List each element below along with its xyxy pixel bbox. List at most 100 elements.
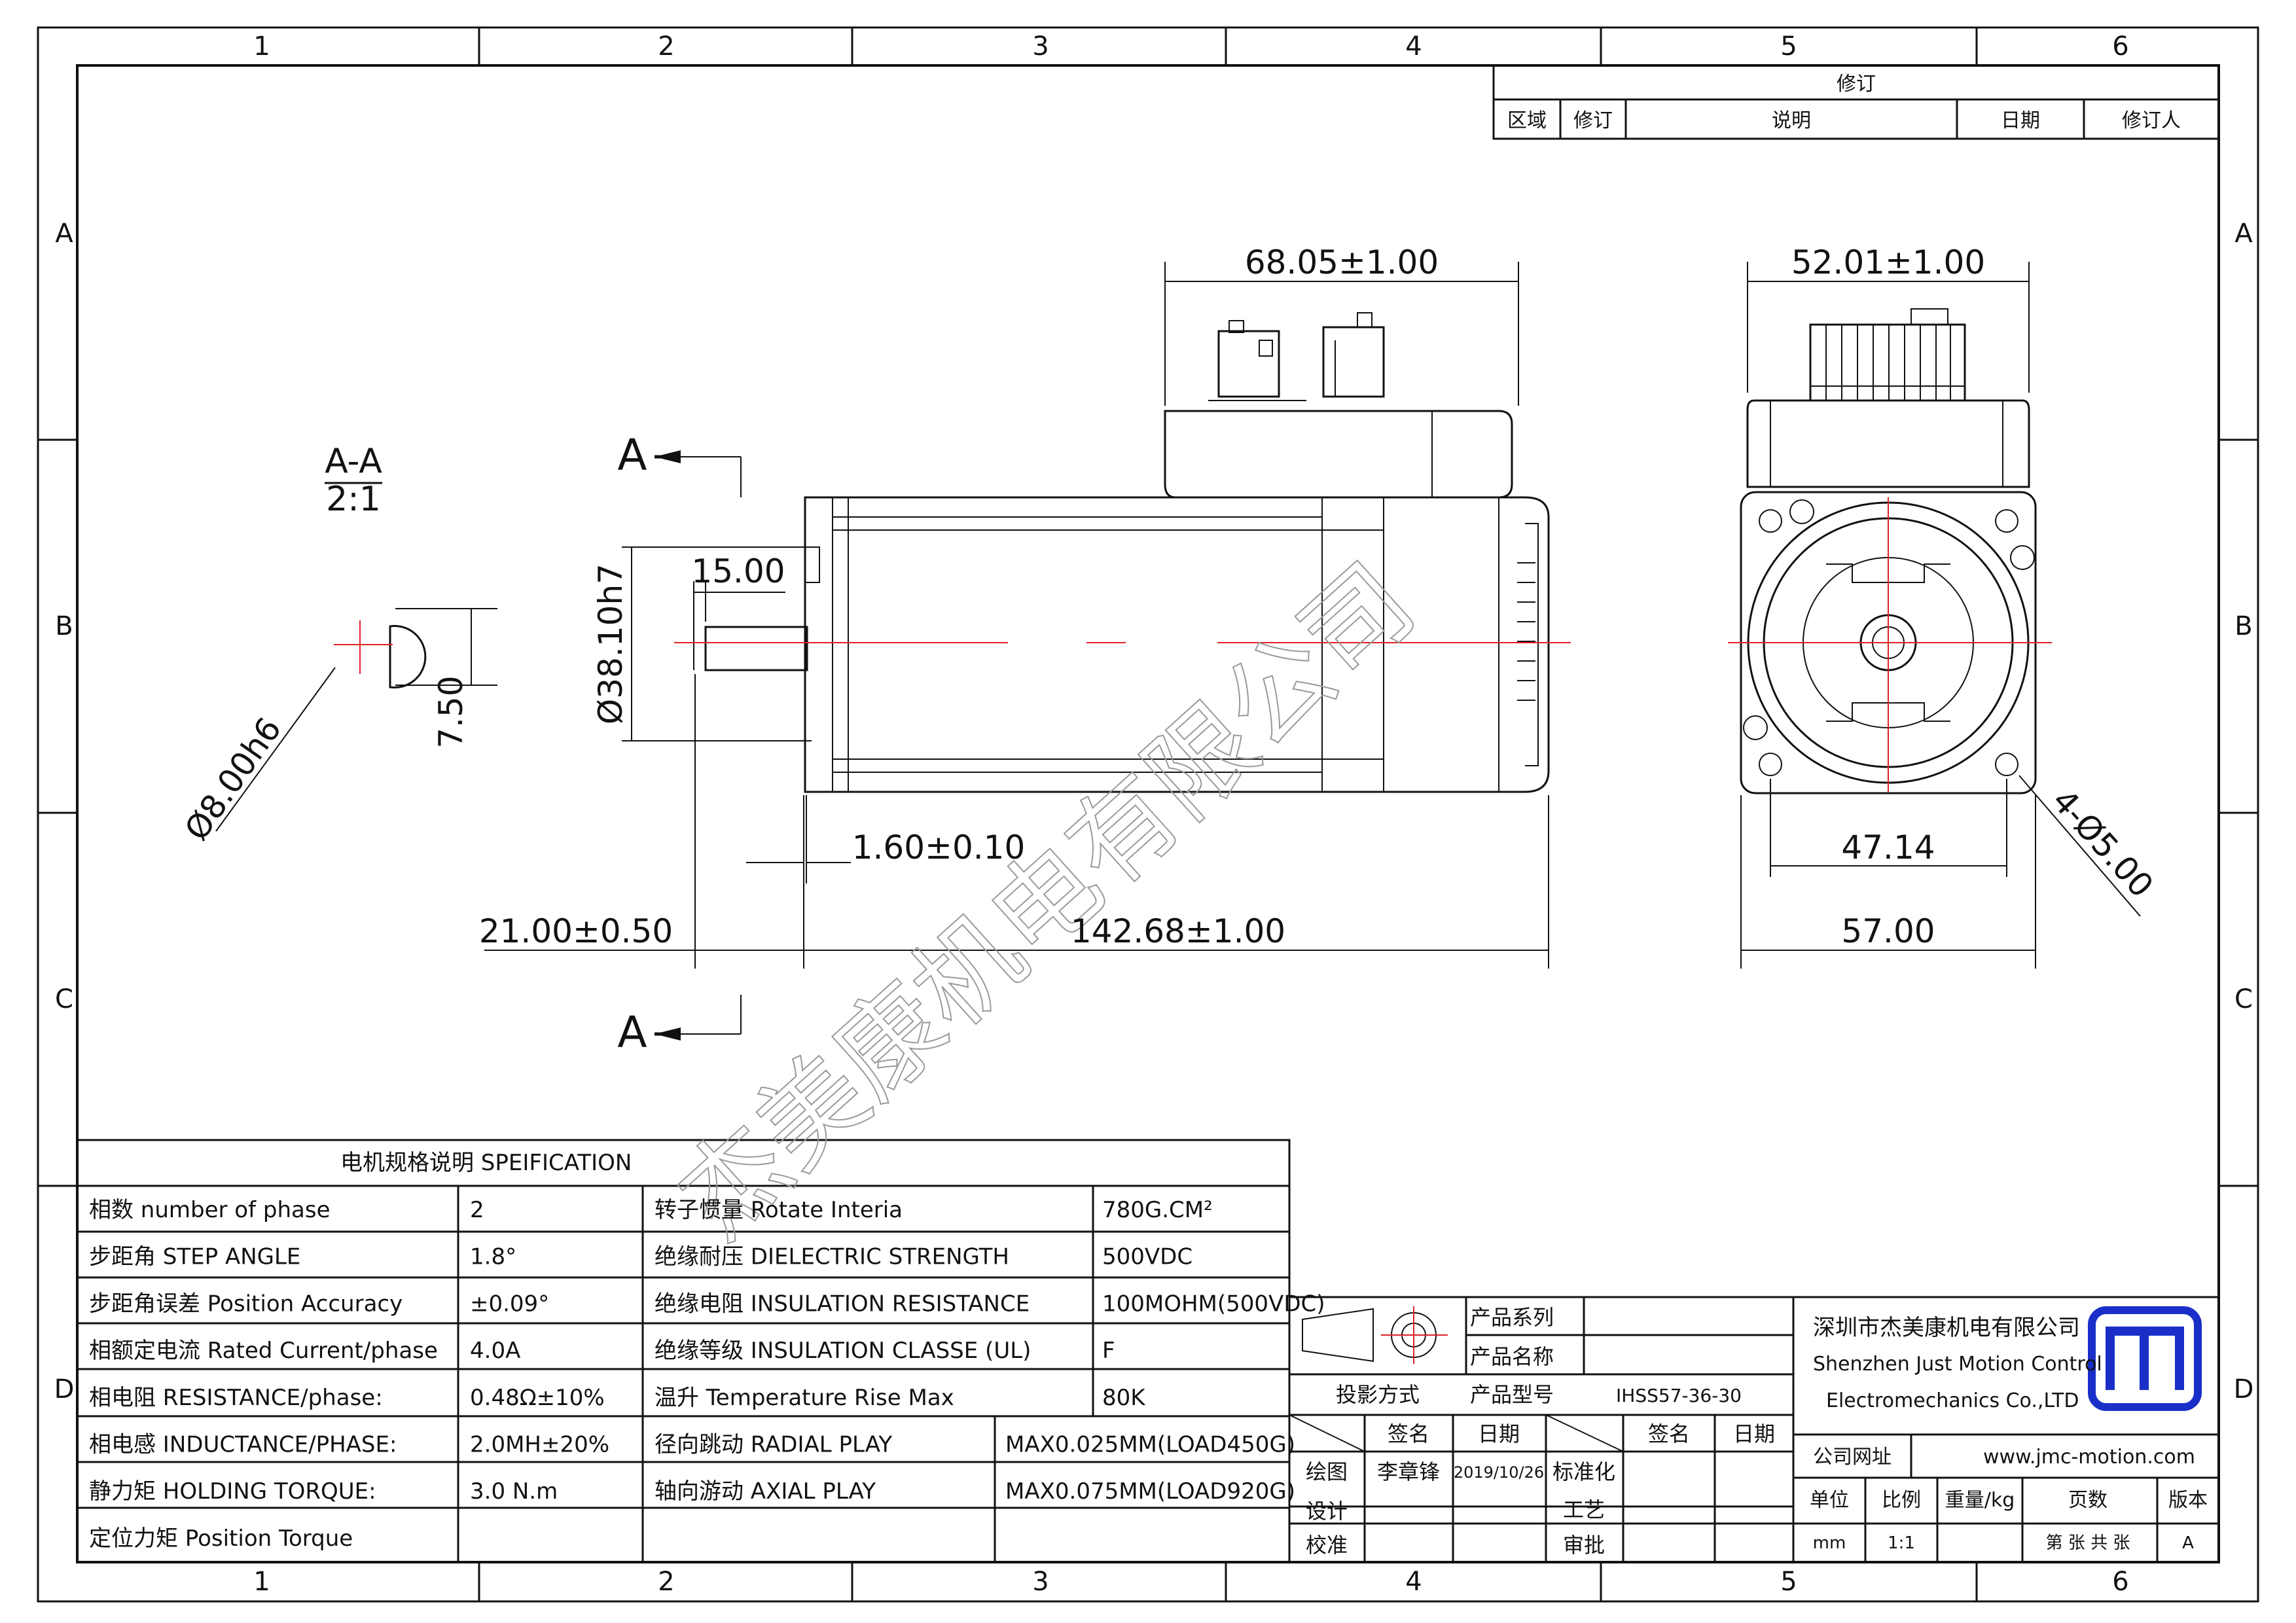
spec-cell: 绝缘电阻 INSULATION RESISTANCE	[655, 1291, 1030, 1317]
revision-col-rev: 修订	[1573, 109, 1613, 132]
section-scale: 2:1	[326, 480, 381, 519]
dim-end-width: 52.01±1.00	[1791, 243, 1985, 281]
spec-cell: ±0.09°	[470, 1291, 549, 1317]
tb-pages: 页数	[2068, 1489, 2108, 1512]
tb-company-cn: 深圳市杰美康机电有限公司	[1813, 1315, 2080, 1341]
tb-company-en2: Electromechanics Co.,LTD	[1826, 1389, 2079, 1412]
col-label-6: 6	[2112, 31, 2128, 62]
row-label-b-right: B	[2234, 611, 2252, 641]
tb-design: 设计	[1306, 1499, 1348, 1524]
dimension-lines	[215, 262, 2141, 1036]
tb-approve: 审批	[1563, 1533, 1605, 1558]
row-label-b: B	[55, 611, 73, 641]
spec-cell: 轴向游动 AXIAL PLAY	[655, 1478, 876, 1505]
tb-weight: 重量/kg	[1945, 1489, 2015, 1512]
spec-cell: 静力矩 HOLDING TORQUE:	[89, 1478, 376, 1505]
revision-col-date: 日期	[2001, 109, 2040, 132]
center-lines	[334, 497, 2052, 792]
spec-cell: 相电感 INDUCTANCE/PHASE:	[89, 1432, 397, 1458]
tb-product-series: 产品系列	[1470, 1305, 1554, 1330]
col-label-1-bottom: 1	[253, 1567, 270, 1597]
col-label-3: 3	[1032, 31, 1049, 62]
spec-cell: 相数 number of phase	[89, 1197, 331, 1223]
row-label-d: D	[54, 1374, 75, 1404]
revision-title: 修订	[1837, 73, 1876, 96]
spec-cell: 1.8°	[470, 1244, 516, 1270]
col-label-4: 4	[1405, 31, 1422, 62]
spec-cell: 500VDC	[1102, 1244, 1193, 1270]
dim-shaft-step: 15.00	[691, 552, 785, 590]
tb-projection: 投影方式	[1336, 1382, 1420, 1407]
tb-standard: 标准化	[1552, 1459, 1615, 1484]
row-label-a-right: A	[2234, 219, 2253, 249]
tb-sign-2: 签名	[1648, 1421, 1690, 1446]
motor-side-view	[704, 312, 1550, 793]
title-block-lines	[1288, 1296, 2220, 1563]
tb-draw-date: 2019/10/26	[1454, 1463, 1544, 1482]
tb-unit: 单位	[1810, 1489, 1849, 1512]
tb-draw: 绘图	[1306, 1459, 1348, 1484]
spec-cell: 3.0 N.m	[470, 1478, 558, 1505]
dim-flange-width: 57.00	[1841, 912, 1935, 950]
tb-date-2: 日期	[1733, 1421, 1775, 1446]
dim-shaft-length: 21.00±0.50	[479, 912, 673, 950]
section-marker-bottom: A	[617, 1007, 647, 1058]
spec-cell: 4.0A	[470, 1338, 520, 1364]
spec-cell: 定位力矩 Position Torque	[89, 1525, 353, 1552]
tb-pages-value: 第 张 共 张	[2046, 1533, 2130, 1553]
dim-hole-dia: 4-Ø5.00	[2045, 782, 2161, 905]
row-label-a: A	[55, 219, 73, 249]
tb-version-value: A	[2182, 1533, 2194, 1553]
section-title: A-A	[325, 442, 382, 481]
spec-cell: 绝缘等级 INSULATION CLASSE (UL)	[655, 1338, 1031, 1364]
spec-table: 相数 number of phase 2 转子惯量 Rotate Interia 78…	[89, 1197, 1325, 1552]
tb-company-en1: Shenzhen Just Motion Control	[1813, 1353, 2102, 1376]
tb-website-label: 公司网址	[1813, 1446, 1892, 1469]
col-label-5-bottom: 5	[1780, 1567, 1797, 1597]
spec-cell: 步距角 STEP ANGLE	[89, 1244, 300, 1270]
spec-cell: 径向跳动 RADIAL PLAY	[655, 1432, 892, 1458]
dim-shaft-dia: Ø38.10h7	[592, 563, 630, 724]
row-label-c-right: C	[2234, 984, 2253, 1014]
spec-cell: 2.0MH±20%	[470, 1432, 609, 1458]
spec-cell: 80K	[1102, 1385, 1146, 1411]
col-label-5: 5	[1780, 31, 1797, 62]
dim-flat-depth: 7.50	[432, 675, 470, 748]
spec-title: 电机规格说明 SPEIFICATION	[340, 1150, 632, 1176]
revision-col-area: 区域	[1507, 109, 1547, 132]
tb-scale-value: 1:1	[1888, 1533, 1915, 1553]
spec-cell: 2	[470, 1197, 484, 1223]
outer-border	[37, 26, 2259, 1603]
spec-cell: F	[1102, 1338, 1115, 1364]
col-label-4-bottom: 4	[1405, 1567, 1422, 1597]
col-label-1: 1	[253, 31, 270, 62]
tb-product-name: 产品名称	[1470, 1344, 1554, 1369]
company-logo	[2088, 1306, 2202, 1411]
dim-flange-thickness: 1.60±0.10	[852, 829, 1026, 866]
shaft-section	[389, 608, 497, 688]
spec-cell: MAX0.025MM(LOAD450G)	[1005, 1432, 1295, 1458]
tb-model-value: IHSS57-36-30	[1616, 1385, 1742, 1406]
row-label-c: C	[55, 984, 73, 1014]
spec-cell: 780G.CM²	[1102, 1197, 1213, 1223]
spec-cell: MAX0.075MM(LOAD920G)	[1005, 1478, 1295, 1505]
tb-sign: 签名	[1388, 1421, 1429, 1446]
tb-unit-value: mm	[1813, 1533, 1846, 1553]
tb-drawer: 李章锋	[1377, 1459, 1440, 1484]
dim-hole-spacing: 47.14	[1841, 829, 1935, 866]
tb-website: www.jmc-motion.com	[1983, 1446, 2195, 1469]
dim-body-length: 142.68±1.00	[1071, 912, 1285, 950]
dim-top-width: 68.05±1.00	[1245, 243, 1439, 281]
spec-cell: 100MOHM(500VDC)	[1102, 1291, 1325, 1317]
revision-col-desc: 说明	[1772, 109, 1811, 132]
spec-cell: 转子惯量 Rotate Interia	[655, 1197, 903, 1223]
revision-col-reviser: 修订人	[2122, 109, 2181, 132]
watermark-text: 杰美康机电有限公司	[655, 541, 1437, 1262]
spec-cell: 温升 Temperature Rise Max	[655, 1385, 954, 1411]
tb-scale: 比例	[1882, 1489, 1921, 1512]
tb-process: 工艺	[1563, 1497, 1605, 1522]
spec-cell: 0.48Ω±10%	[470, 1385, 605, 1411]
tb-date: 日期	[1478, 1421, 1520, 1446]
spec-cell: 绝缘耐压 DIELECTRIC STRENGTH	[655, 1244, 1009, 1270]
